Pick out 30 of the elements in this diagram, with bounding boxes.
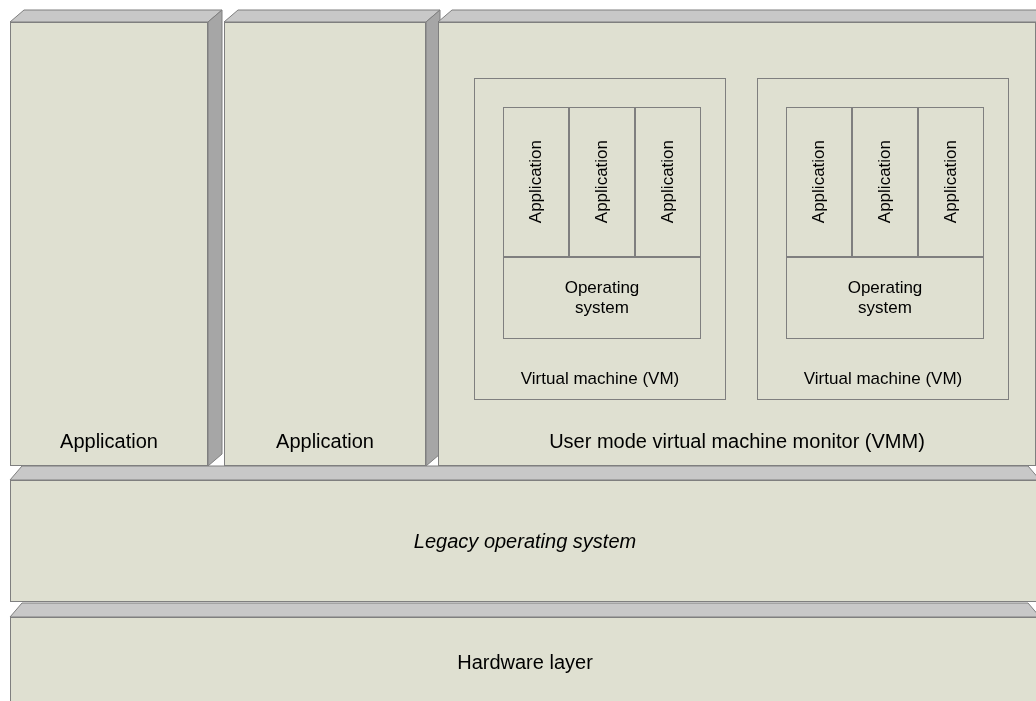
application-label: Application <box>940 140 961 224</box>
application-label: Application <box>874 140 895 224</box>
app-cell <box>503 107 569 257</box>
layer-label: Legacy operating system <box>413 529 637 553</box>
layer-label: Hardware layer <box>457 650 593 674</box>
vm-box <box>474 78 726 400</box>
os-cell <box>786 257 984 339</box>
layer-label: Application <box>276 429 374 453</box>
os-label: Operating system <box>563 277 641 319</box>
vm-label: Virtual machine (VM) <box>803 368 963 389</box>
application-label: Application <box>657 140 678 224</box>
monitor-box <box>438 22 1036 466</box>
vm-box <box>757 78 1009 400</box>
app-cell <box>918 107 984 257</box>
app-cell <box>569 107 635 257</box>
layer-label: User mode virtual machine monitor (VMM) <box>549 429 925 453</box>
layer-box <box>10 480 1036 602</box>
app-cell <box>786 107 852 257</box>
vm-label: Virtual machine (VM) <box>520 368 680 389</box>
os-cell <box>503 257 701 339</box>
os-label: Operating system <box>846 277 924 319</box>
app-cell <box>635 107 701 257</box>
application-label: Application <box>525 140 546 224</box>
application-label: Application <box>591 140 612 224</box>
app-cell <box>852 107 918 257</box>
stack-box <box>10 22 208 466</box>
stack-box <box>224 22 426 466</box>
application-label: Application <box>808 140 829 224</box>
layer-label: Application <box>60 429 158 453</box>
layer-box <box>10 617 1036 701</box>
